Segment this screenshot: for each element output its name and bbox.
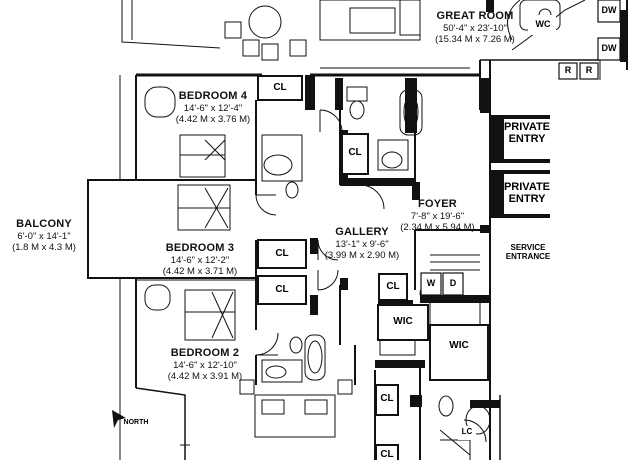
service-entrance-label: SERVICE ENTRANCE — [498, 243, 558, 262]
closet-foyer: CL — [386, 281, 400, 292]
foyer-dim-imperial: 7'-8" x 19'-6" — [410, 210, 465, 222]
private-entry-upper: PRIVATE ENTRY — [498, 121, 556, 145]
foyer-name: FOYER — [418, 198, 457, 210]
balcony-dim-imperial: 6'-0" x 14'-1" — [17, 230, 71, 242]
service-entrance-line1: SERVICE — [510, 243, 546, 252]
washer-tag: W — [426, 278, 436, 288]
closet-bath: CL — [348, 147, 362, 158]
closet-bedroom-4: CL — [273, 82, 287, 93]
foyer-label: FOYER 7'-8" x 19'-6" (2.34 M x 5.94 M) — [390, 194, 485, 233]
closet-boxes — [257, 75, 489, 460]
great-room-label: GREAT ROOM 50'-4" x 23'-10" (15.34 M x 7… — [420, 6, 530, 45]
balcony-label: BALCONY 6'-0" x 14'-1" (1.8 M x 4.3 M) — [4, 214, 84, 253]
private-entry-lower-line2: ENTRY — [508, 193, 546, 206]
bedroom-3-label: BEDROOM 3 14'-6" x 12'-2" (4.42 M x 3.71… — [155, 238, 245, 277]
dishwasher-tag-1: DW — [601, 5, 617, 15]
north-arrow-icon — [112, 410, 126, 428]
service-entrance-line2: ENTRANCE — [505, 251, 551, 261]
foyer-dim-metric: (2.34 M x 5.94 M) — [400, 221, 475, 233]
private-entry-upper-line2: ENTRY — [508, 133, 546, 146]
private-entry-lower-line1: PRIVATE — [503, 181, 551, 193]
bedroom-4-name: BEDROOM 4 — [178, 90, 248, 102]
balcony-dim-metric: (1.8 M x 4.3 M) — [12, 241, 76, 253]
door-swings — [255, 109, 487, 443]
great-room-dim-imperial: 50'-4" x 23'-10" — [443, 22, 507, 34]
bedroom-2-name: BEDROOM 2 — [170, 347, 240, 359]
bedroom-4-dim-imperial: 14'-6" x 12'-4" — [183, 102, 243, 114]
refrigerator-tag-2: R — [585, 65, 593, 75]
water-closet-tag: WC — [535, 19, 551, 29]
dishwasher-tag-2: DW — [601, 43, 617, 53]
balcony-name: BALCONY — [16, 218, 72, 230]
entry-boxes — [420, 0, 621, 440]
north-label: NORTH — [123, 419, 149, 426]
closet-bedroom-3: CL — [275, 248, 289, 259]
linen-closet-tag: LC — [461, 427, 473, 436]
closet-lower-1: CL — [380, 393, 394, 404]
closet-lower-2: CL — [380, 449, 394, 460]
bedroom-2-label: BEDROOM 2 14'-6" x 12'-10" (4.42 M x 3.9… — [160, 343, 250, 382]
beds — [177, 134, 353, 438]
great-room-dim-metric: (15.34 M x 7.26 M) — [435, 33, 515, 45]
bedroom-4-dim-metric: (4.42 M x 3.76 M) — [175, 113, 251, 125]
gallery-dim-metric: (3.99 M x 2.90 M) — [324, 249, 400, 261]
bedroom-2-dim-metric: (4.42 M x 3.91 M) — [167, 370, 243, 382]
gallery-name: GALLERY — [335, 226, 389, 238]
gallery-label: GALLERY 13'-1" x 9'-6" (3.99 M x 2.90 M) — [318, 222, 406, 261]
bedroom-3-name: BEDROOM 3 — [165, 242, 235, 254]
bedroom-4-label: BEDROOM 4 14'-6" x 12'-4" (4.42 M x 3.76… — [168, 86, 258, 125]
bedroom-3-dim-imperial: 14'-6" x 12'-2" — [170, 254, 230, 266]
dryer-tag: D — [449, 278, 457, 288]
gallery-dim-imperial: 13'-1" x 9'-6" — [335, 238, 389, 250]
bedroom-2-dim-imperial: 14'-6" x 12'-10" — [173, 359, 237, 371]
great-room-name: GREAT ROOM — [436, 10, 514, 22]
closet-bedroom-2: CL — [275, 284, 289, 295]
refrigerator-tag-1: R — [564, 65, 572, 75]
private-entry-lower: PRIVATE ENTRY — [498, 181, 556, 205]
bedroom-3-dim-metric: (4.42 M x 3.71 M) — [162, 265, 238, 277]
wic-upper: WIC — [393, 316, 413, 327]
wic-lower: WIC — [449, 340, 469, 351]
private-entry-upper-line1: PRIVATE — [503, 121, 551, 133]
bath-fixtures — [144, 86, 491, 435]
